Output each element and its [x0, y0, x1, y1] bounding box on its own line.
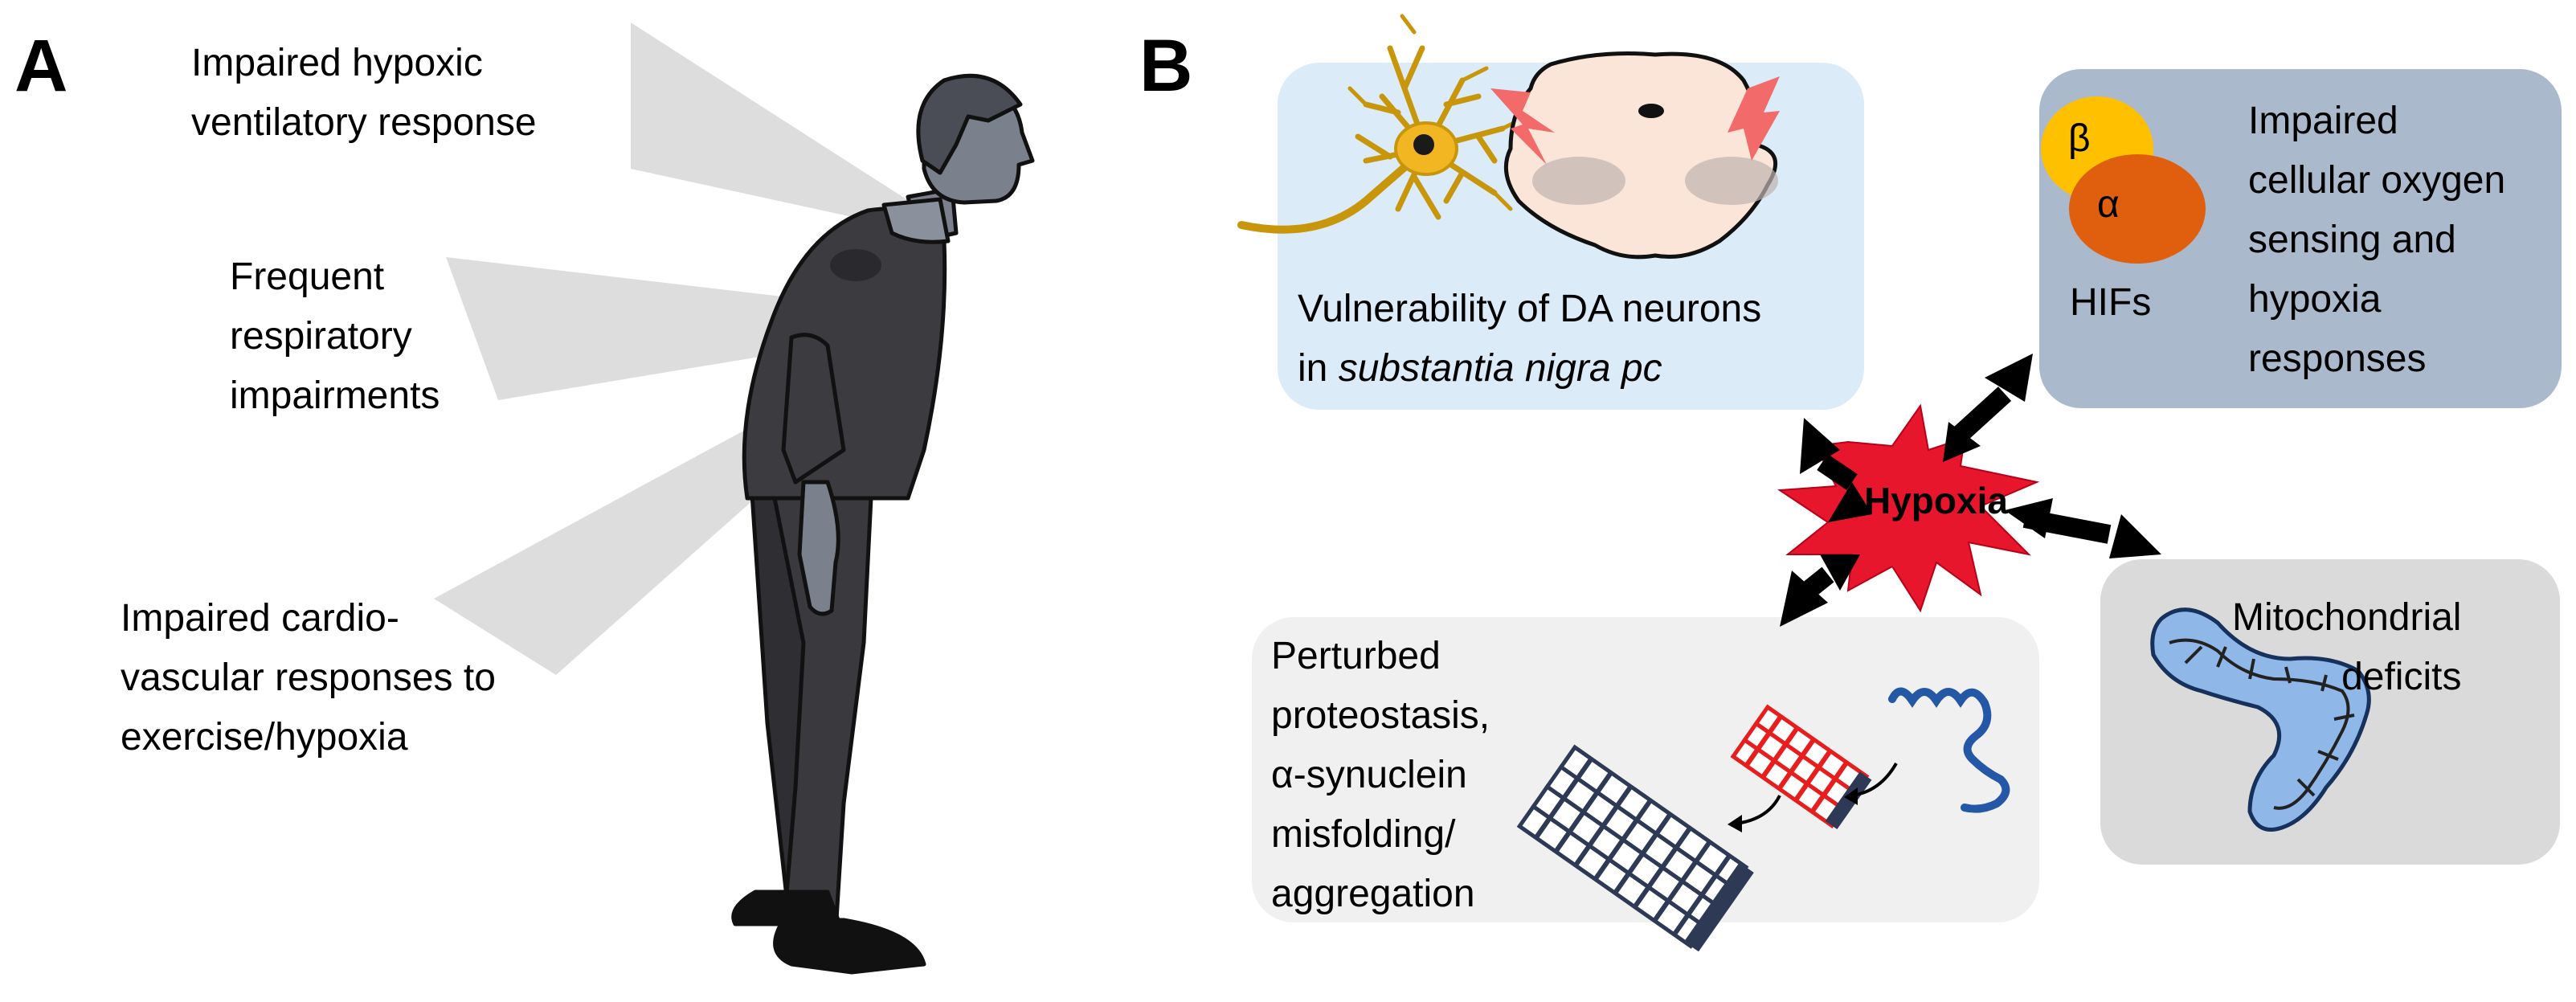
hypoxia-label: Hypoxia: [1864, 480, 2008, 521]
hif-alpha-label: α: [2097, 183, 2120, 226]
arm: [797, 480, 840, 616]
mitochondria-label: Mitochondrial deficits: [2232, 596, 2462, 698]
substantia-nigra-left: [1532, 157, 1625, 205]
proteostasis-label: Perturbed proteostasis, α-synuclein misf…: [1271, 635, 1490, 915]
arrow-to-mitochondria: [2005, 498, 2161, 558]
midbrain-section-icon: [1503, 51, 1777, 260]
hif-beta-label: β: [2068, 117, 2091, 160]
panel-b-letter: B: [1139, 25, 1193, 107]
collar: [881, 197, 951, 244]
da-neuron-icon: [1237, 14, 1521, 234]
beam-ventilatory: [631, 22, 924, 229]
panel-a-letter: A: [14, 25, 68, 107]
sleeve: [781, 333, 846, 485]
da-neuron-nucleus: [1413, 134, 1434, 155]
aggregation-arrow-2: [1735, 795, 1781, 825]
mitochondrion-cristae: [2169, 638, 2355, 810]
hif-alpha-icon: [2069, 154, 2206, 264]
callout-ventilatory: Impaired hypoxic ventilatory response: [191, 42, 537, 144]
alpha-synuclein-fibril-large-icon: [1516, 744, 1754, 952]
arrow-to-proteostasis: [1780, 554, 1860, 627]
person-figure: [731, 73, 1035, 975]
aqueduct: [1638, 104, 1664, 118]
alpha-synuclein-monomer-icon: [1888, 687, 2010, 813]
hif-label: HIFs: [2070, 281, 2152, 324]
beam-respiratory: [446, 257, 924, 400]
mitochondrion-icon: [2150, 607, 2371, 832]
substantia-nigra-right: [1685, 157, 1778, 205]
arrow-to-da-neurons: [1800, 418, 1872, 522]
hair: [916, 73, 1023, 175]
da-neurons-label: Vulnerability of DA neurons in substanti…: [1298, 288, 1762, 390]
callout-cardiovascular: Impaired cardio- vascular responses to e…: [121, 597, 496, 759]
oxygen-sensing-label: Impaired cellular oxygen sensing and hyp…: [2248, 100, 2506, 380]
lightning-left-icon: [1490, 88, 1555, 165]
arrow-to-hifs: [1943, 354, 2033, 462]
callout-respiratory: Frequent respiratory impairments: [230, 256, 440, 417]
alpha-synuclein-fibril-small-icon: [1730, 704, 1872, 830]
shoe-front: [773, 918, 926, 975]
lightning-right-icon: [1728, 76, 1780, 161]
